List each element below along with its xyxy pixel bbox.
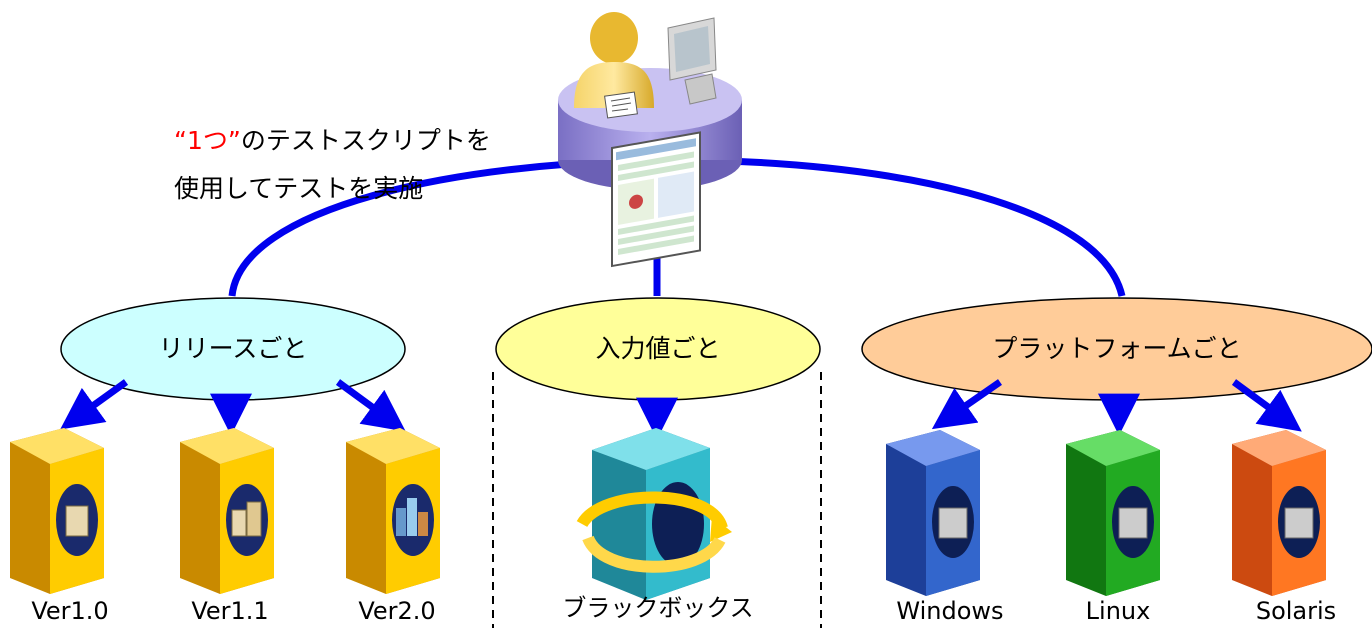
server-book-icon [1066,430,1160,596]
category-label-release: リリースごと [158,334,308,363]
user-at-workstation-icon [558,12,742,268]
note-line-1-rest: のテストスクリプトを [240,126,491,155]
cycle-arrow-book-icon [576,428,732,600]
item-label-windows: Windows [896,597,1004,625]
item-label-ver11: Ver1.1 [191,597,269,625]
item-label-ver10: Ver1.0 [31,597,109,625]
arrow-to-ver20 [335,379,406,432]
server-book-icon [886,430,980,596]
item-label-solaris: Solaris [1255,597,1337,625]
note-line-1: “1つ”のテストスクリプトを [174,126,491,156]
buildings-book-icon [180,428,274,594]
note-highlight: “1つ” [174,126,241,155]
city-book-icon [346,428,440,594]
arrow-to-windows [931,379,1002,430]
category-label-input: 入力値ごと [595,334,721,363]
category-label-platform: プラットフォームごと [992,334,1242,363]
item-label-ver20: Ver2.0 [358,597,436,625]
item-label-linux: Linux [1085,597,1151,625]
arrow-to-ver10 [60,379,129,430]
item-label-blackbox: ブラックボックス [562,594,754,622]
building-book-icon [10,428,104,594]
arrow-to-solaris [1231,379,1302,432]
note-line-2: 使用してテストを実施 [174,174,424,203]
server-book-icon [1232,430,1326,596]
